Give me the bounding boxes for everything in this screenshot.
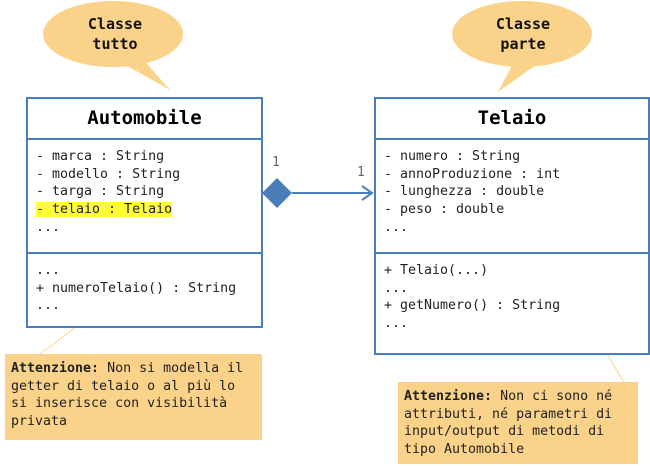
- multiplicity-right: 1: [357, 165, 365, 180]
- note-text: Non si modella il getter di telaio o al …: [11, 361, 244, 430]
- attribute: - annoProduzione : int: [384, 166, 561, 182]
- note-left: Attenzione: Non si modella il getter di …: [5, 354, 262, 440]
- method: ...: [384, 316, 409, 332]
- multiplicity-left: 1: [272, 155, 280, 170]
- attribute: - lunghezza : double: [384, 184, 545, 200]
- method: + Telaio(...): [384, 263, 489, 278]
- method: ...: [36, 298, 61, 314]
- class-name: Telaio: [376, 99, 648, 140]
- attribute: - marca : String: [36, 149, 165, 164]
- association-connector: [262, 178, 374, 208]
- attribute: ...: [36, 219, 61, 235]
- method: + getNumero() : String: [384, 298, 561, 314]
- attributes-section: - numero : String - annoProduzione : int…: [376, 140, 648, 254]
- callout-bubble-left: [43, 1, 183, 90]
- attribute: - modello : String: [36, 166, 181, 182]
- callout-right-text: Classe parte: [495, 15, 551, 53]
- class-telaio[interactable]: Telaio - numero : String - annoProduzion…: [374, 97, 650, 355]
- note-text: Non ci sono né attributi, né parametri d…: [404, 389, 613, 458]
- method: ...: [36, 263, 61, 278]
- note-right: Attenzione: Non ci sono né attributi, né…: [398, 382, 638, 464]
- note-label: Attenzione:: [404, 389, 493, 404]
- class-automobile[interactable]: Automobile - marca : String - modello : …: [26, 97, 263, 328]
- callout-left-text: Classe tutto: [87, 15, 143, 53]
- class-name: Automobile: [28, 99, 261, 140]
- note-label: Attenzione:: [11, 361, 100, 376]
- aggregation-diamond: [262, 178, 292, 208]
- method: ...: [384, 280, 409, 296]
- methods-section: + Telaio(...) ... + getNumero() : String…: [376, 254, 648, 333]
- methods-section: ... + numeroTelaio() : String ...: [28, 254, 261, 315]
- method: + numeroTelaio() : String: [36, 280, 237, 296]
- attribute: ...: [384, 219, 409, 235]
- attribute: - targa : String: [36, 184, 165, 200]
- attributes-section: - marca : String - modello : String - ta…: [28, 140, 261, 254]
- attribute-highlighted: - telaio : Telaio: [36, 202, 173, 218]
- attribute: - peso : double: [384, 202, 505, 218]
- attribute: - numero : String: [384, 149, 521, 164]
- callout-bubble-right: [452, 1, 592, 92]
